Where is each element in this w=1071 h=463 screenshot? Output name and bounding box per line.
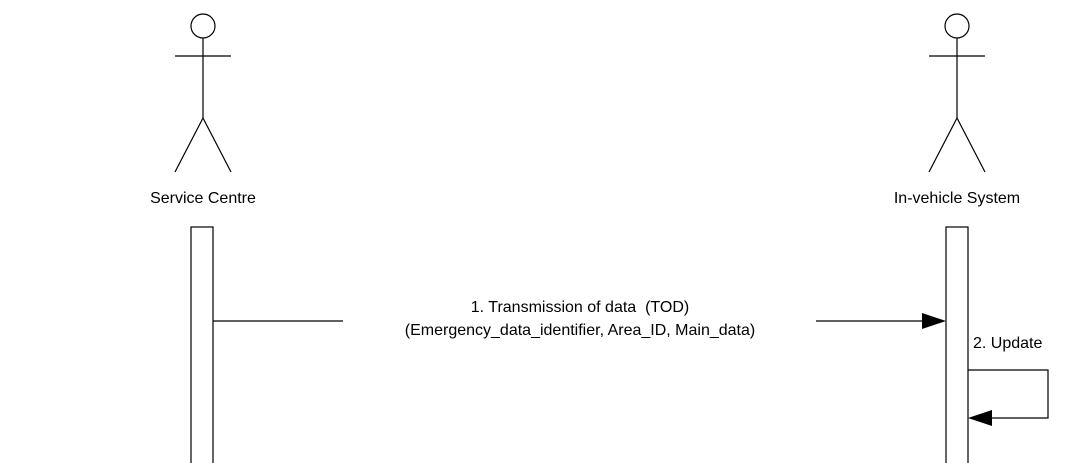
actor-right-leg xyxy=(202,117,232,173)
lifeline-activation-service-centre xyxy=(190,226,214,463)
message-1-parameters: (Emergency_data_identifier, Area_ID, Mai… xyxy=(405,322,755,339)
actor-head xyxy=(944,13,970,39)
message-2-self-arrow xyxy=(968,369,1049,419)
arrowhead xyxy=(922,313,946,329)
actor-right-leg xyxy=(956,117,986,173)
actor-left-leg xyxy=(928,117,958,173)
actor-service-centre xyxy=(174,13,232,173)
message-1-label: 1. Transmission of data (TOD) xyxy=(471,299,689,316)
arrowhead xyxy=(968,410,992,426)
message-2-label: 2. Update xyxy=(973,335,1042,352)
actor-head xyxy=(190,13,216,39)
actor-label-service-centre: Service Centre xyxy=(150,190,256,207)
lifeline-activation-in-vehicle-system xyxy=(945,226,969,463)
actor-label-in-vehicle-system: In-vehicle System xyxy=(894,190,1020,207)
actor-in-vehicle-system xyxy=(928,13,986,173)
actor-left-leg xyxy=(174,117,204,173)
message-1-arrow xyxy=(213,313,946,329)
